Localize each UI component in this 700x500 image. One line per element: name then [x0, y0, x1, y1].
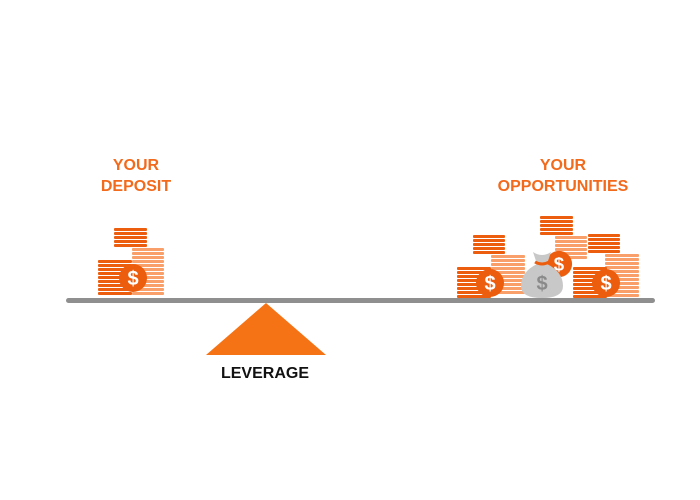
balance-beam [66, 298, 655, 303]
svg-text:$: $ [536, 273, 547, 295]
svg-text:$: $ [484, 273, 495, 295]
deposit-label: YOUR DEPOSIT [86, 155, 186, 197]
leverage-label: LEVERAGE [220, 365, 309, 382]
opportunities-coin-stacks-icon: $ $ $ $ [455, 214, 645, 299]
dollar-coin-icon: $ [119, 264, 147, 292]
svg-text:$: $ [600, 273, 611, 295]
deposit-coin-stack-icon: $ [96, 226, 168, 298]
svg-text:$: $ [554, 254, 565, 275]
triangle-fulcrum-icon [206, 303, 326, 355]
deposit-label-line1: YOUR [112, 157, 160, 174]
deposit-label-line2: DEPOSIT [100, 178, 172, 195]
money-bag-icon: $ [521, 252, 563, 298]
opportunities-label-line1: YOUR [539, 157, 587, 174]
dollar-coin-icon: $ [592, 269, 620, 297]
opportunities-label-line2: OPPORTUNITIES [497, 178, 629, 195]
svg-text:$: $ [127, 268, 138, 290]
opportunities-label: YOUR OPPORTUNITIES [483, 155, 643, 197]
dollar-coin-icon: $ [476, 269, 504, 297]
